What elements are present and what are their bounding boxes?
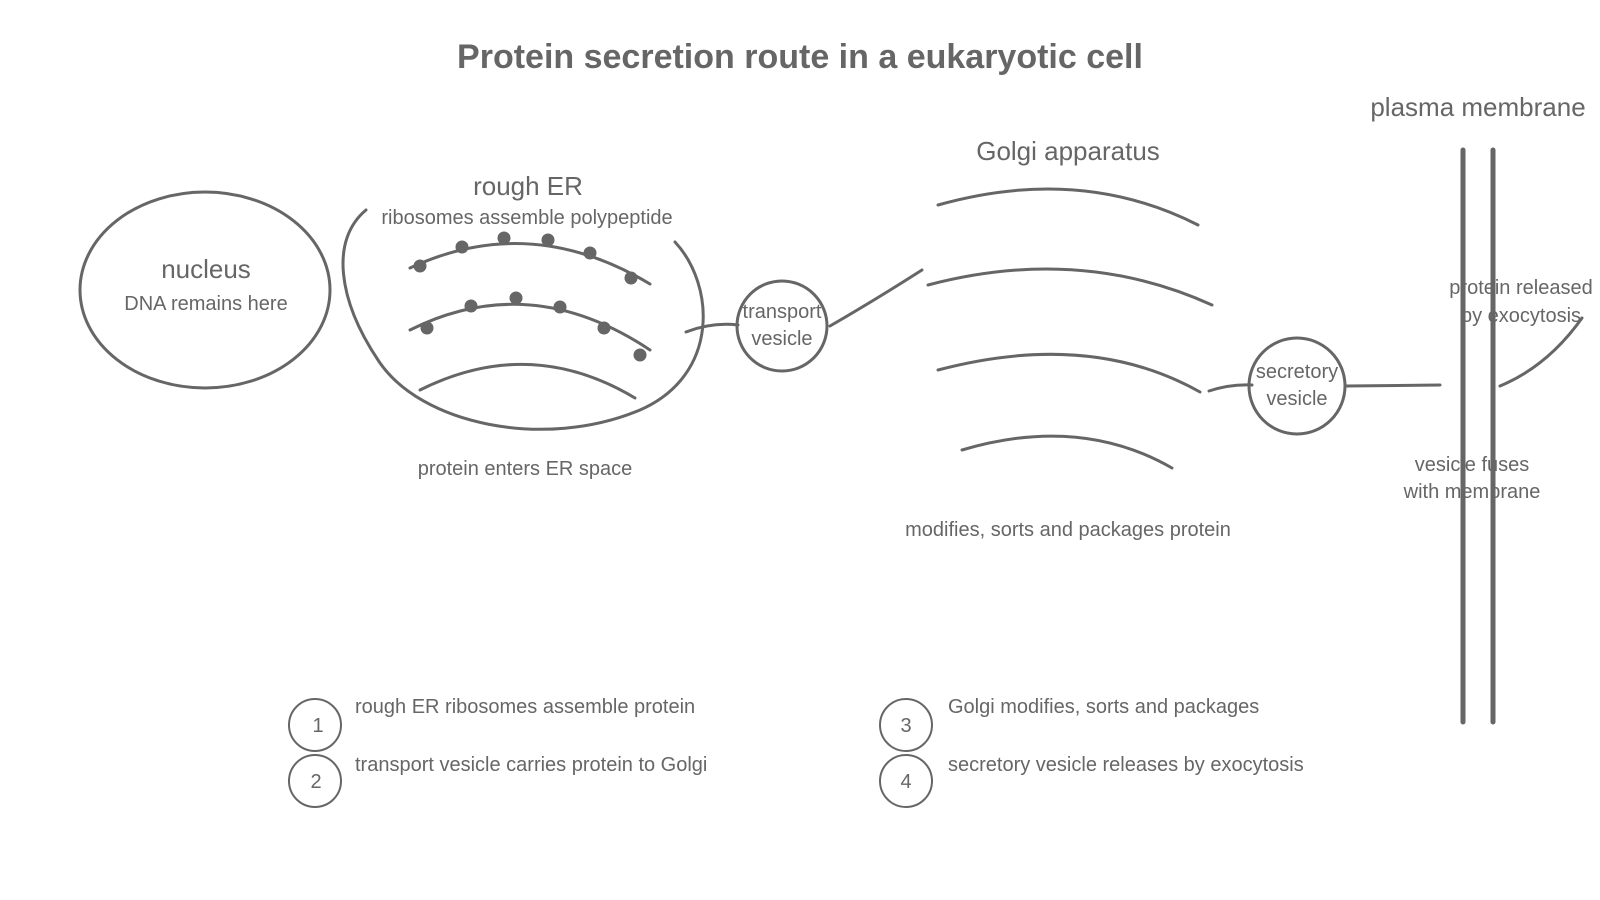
ribosome xyxy=(455,240,469,254)
transport-vesicle-label-line1: transport xyxy=(743,301,822,323)
ribosome xyxy=(553,300,567,314)
legend-step-4: 4 secretory vesicle releases by exocytos… xyxy=(879,754,1304,808)
golgi-cisterna-2 xyxy=(926,267,1214,307)
step-number: 3 xyxy=(900,715,911,737)
golgi-cisterna-3 xyxy=(936,352,1202,394)
diagram-title: Protein secretion route in a eukaryotic … xyxy=(457,38,1143,76)
secretory-vesicle: secretory vesicle xyxy=(1247,336,1347,436)
step-number-badge xyxy=(288,754,342,808)
ribosome xyxy=(509,291,523,305)
ribosome xyxy=(583,246,597,260)
step-text: transport vesicle carries protein to Gol… xyxy=(355,754,707,776)
ribosome xyxy=(413,259,427,273)
rough-er-note: ribosomes assemble polypeptide xyxy=(381,207,672,229)
er-to-vesicle-connector xyxy=(684,322,740,334)
fusion-label-line1: vesicle fuses xyxy=(1415,454,1530,476)
rough-er-cisterna-2 xyxy=(408,302,652,352)
secretory-vesicle-outline xyxy=(1247,336,1347,436)
golgi-apparatus: Golgi apparatus modifies, sorts and pack… xyxy=(905,136,1231,541)
exocytosis-release-curve xyxy=(1498,316,1584,388)
secretory-vesicle-label-line1: secretory xyxy=(1256,361,1338,383)
rough-er-caption: protein enters ER space xyxy=(418,458,633,480)
golgi-cisterna-4 xyxy=(960,434,1174,470)
ribosome xyxy=(497,231,511,245)
plasma-membrane: plasma membrane protein released by exoc… xyxy=(1370,92,1593,725)
step-legend: 1 rough ER ribosomes assemble protein 2 … xyxy=(288,696,1304,808)
step-number-badge xyxy=(879,754,933,808)
secretory-to-membrane-connector xyxy=(1344,383,1442,388)
plasma-membrane-label: plasma membrane xyxy=(1370,92,1585,122)
nucleus-label: nucleus xyxy=(161,254,251,284)
step-number-badge xyxy=(288,698,342,752)
ribosome xyxy=(464,299,478,313)
step-text: rough ER ribosomes assemble protein xyxy=(355,696,695,718)
golgi-to-secretory-connector xyxy=(1207,383,1254,393)
ribosome xyxy=(633,348,647,362)
step-text: secretory vesicle releases by exocytosis xyxy=(948,754,1304,776)
nucleus: nucleus DNA remains here xyxy=(78,190,332,390)
vesicle-to-golgi-connector xyxy=(828,268,924,328)
golgi-caption: modifies, sorts and packages protein xyxy=(905,519,1231,541)
exocytosis-label-line2: by exocytosis xyxy=(1461,305,1581,327)
ribosome xyxy=(541,233,555,247)
transport-vesicle: transport vesicle xyxy=(735,279,829,373)
rough-er-cisterna-3 xyxy=(418,362,637,400)
ribosome xyxy=(624,271,638,285)
legend-step-3: 3 Golgi modifies, sorts and packages xyxy=(879,696,1259,752)
ribosome xyxy=(420,321,434,335)
legend-step-2: 2 transport vesicle carries protein to G… xyxy=(288,754,707,808)
exocytosis-label-line1: protein released xyxy=(1449,277,1592,299)
golgi-cisterna-1 xyxy=(936,187,1200,227)
step-number: 2 xyxy=(310,771,321,793)
rough-er-label: rough ER xyxy=(473,171,583,201)
transport-vesicle-outline xyxy=(735,279,829,373)
ribosomes xyxy=(413,231,647,362)
legend-step-1: 1 rough ER ribosomes assemble protein xyxy=(288,696,695,752)
rough-er-cisterna-1 xyxy=(408,242,652,286)
step-number: 4 xyxy=(900,771,911,793)
nucleus-note: DNA remains here xyxy=(124,293,287,315)
golgi-label: Golgi apparatus xyxy=(976,136,1160,166)
fusion-label-line2: with membrane xyxy=(1403,481,1541,503)
step-text: Golgi modifies, sorts and packages xyxy=(948,696,1259,718)
rough-er-outline xyxy=(341,208,705,431)
secretory-vesicle-label-line2: vesicle xyxy=(1266,388,1327,410)
nucleus-outline xyxy=(78,190,332,390)
ribosome xyxy=(597,321,611,335)
transport-vesicle-label-line2: vesicle xyxy=(751,328,812,350)
step-number-badge xyxy=(879,698,933,752)
step-number: 1 xyxy=(312,715,323,737)
rough-er: rough ER ribosomes assemble polypeptide … xyxy=(341,171,705,480)
